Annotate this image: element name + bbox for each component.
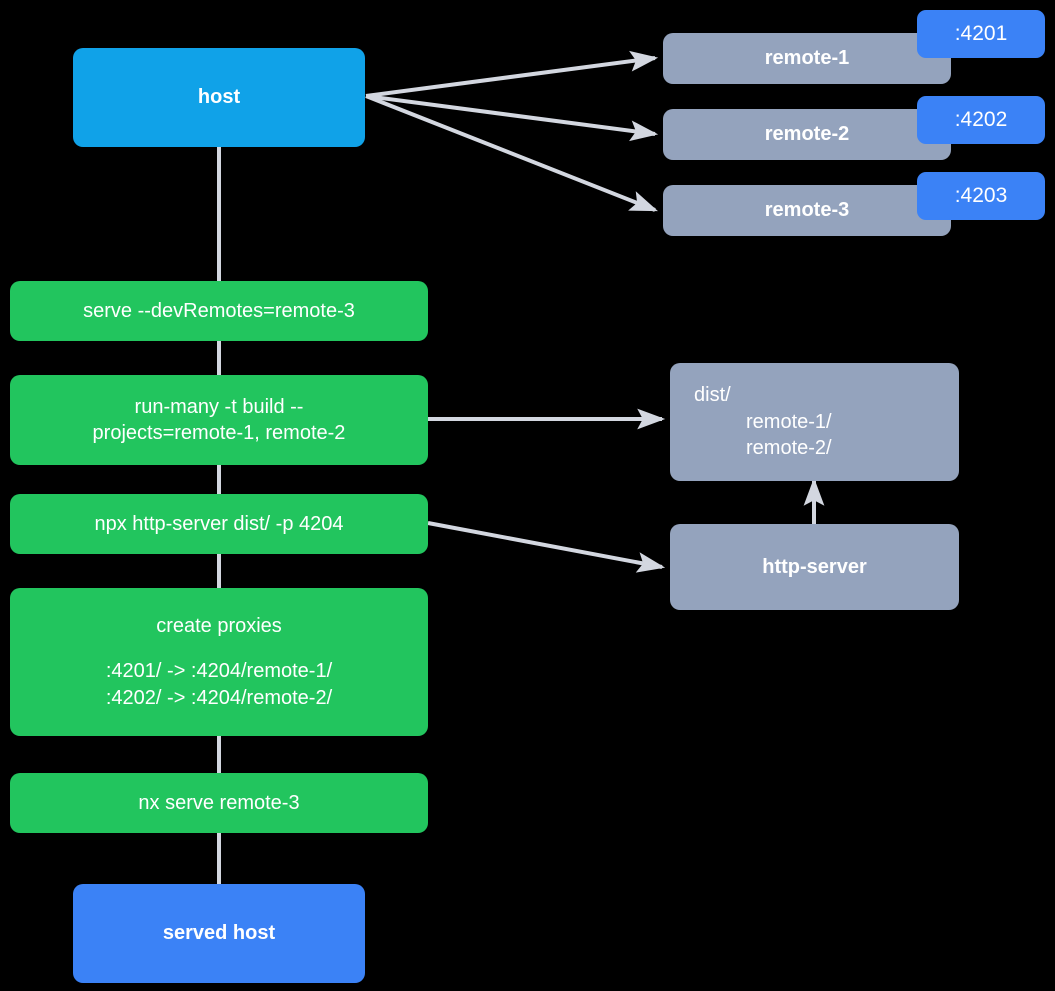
- edge-host-to-remote-2: [365, 94, 659, 142]
- node-remote-2-label: remote-2: [764, 123, 850, 146]
- node-command-nx-serve-remote-3[interactable]: nx serve remote-3: [10, 773, 428, 833]
- node-remote-1[interactable]: remote-1: [663, 33, 951, 84]
- port-badge-remote-3-label: :4203: [954, 184, 1008, 208]
- port-badge-remote-2: :4202: [917, 96, 1045, 144]
- node-remote-1-label: remote-1: [764, 47, 850, 70]
- node-remote-3[interactable]: remote-3: [663, 185, 951, 236]
- command-line: nx serve remote-3: [138, 791, 300, 814]
- port-badge-remote-3: :4203: [917, 172, 1045, 220]
- node-served-host-label: served host: [162, 922, 276, 945]
- node-served-host[interactable]: served host: [73, 884, 365, 983]
- node-http-server-label: http-server: [762, 555, 867, 578]
- node-command-run-many-build[interactable]: run-many -t build -- projects=remote-1, …: [10, 375, 428, 465]
- node-remote-2[interactable]: remote-2: [663, 109, 951, 160]
- node-command-create-proxies[interactable]: create proxies :4201/ -> :4204/remote-1/…: [10, 588, 428, 736]
- dist-tree-child: remote-2/: [746, 437, 832, 460]
- command-line: run-many -t build --: [134, 395, 304, 418]
- edge-host-to-remote-1: [365, 50, 659, 98]
- node-host-label: host: [197, 86, 241, 109]
- command-line: :4202/ -> :4204/remote-2/: [105, 686, 333, 709]
- node-command-serve-dev-remotes[interactable]: serve --devRemotes=remote-3: [10, 281, 428, 341]
- dist-tree-child: remote-1/: [746, 410, 832, 433]
- port-badge-remote-1: :4201: [917, 10, 1045, 58]
- command-line: serve --devRemotes=remote-3: [83, 299, 355, 322]
- edge-host-to-remote-3: [365, 94, 658, 212]
- edge-npx-to-http-server: [427, 521, 666, 573]
- command-line: projects=remote-1, remote-2: [92, 422, 346, 444]
- command-line: create proxies: [156, 614, 282, 637]
- dist-tree-root: dist/: [694, 384, 731, 407]
- node-host[interactable]: host: [73, 48, 365, 147]
- command-line: :4201/ -> :4204/remote-1/: [105, 660, 333, 683]
- node-command-npx-http-server[interactable]: npx http-server dist/ -p 4204: [10, 494, 428, 554]
- node-remote-3-label: remote-3: [764, 199, 850, 222]
- port-badge-remote-2-label: :4202: [954, 108, 1008, 132]
- port-badge-remote-1-label: :4201: [954, 22, 1008, 46]
- command-line: npx http-server dist/ -p 4204: [94, 512, 344, 535]
- node-http-server[interactable]: http-server: [670, 524, 959, 610]
- node-dist-tree[interactable]: dist/ remote-1/ remote-2/: [670, 363, 959, 481]
